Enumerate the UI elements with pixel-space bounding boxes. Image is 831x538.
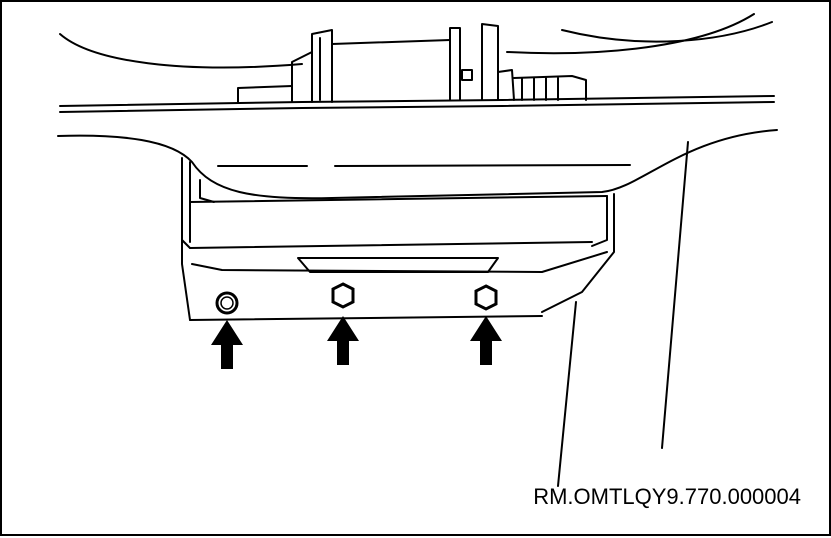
panel-step-left	[199, 179, 215, 203]
console-pillar-mid	[449, 27, 461, 101]
panel-bottom-edge	[189, 315, 543, 321]
fastener-hex-right	[474, 284, 498, 311]
console-block-right	[497, 69, 515, 101]
lid-outline	[57, 129, 778, 200]
fastener-hex-center	[331, 282, 355, 309]
dashboard-lower-edge-top	[59, 95, 775, 107]
console-base-left	[237, 85, 293, 103]
panel-bracket-left	[181, 239, 191, 249]
trim-line-mid	[557, 301, 577, 487]
fastener-round	[215, 291, 239, 315]
panel-inner-ledge	[189, 241, 593, 249]
arrow-fastener-2	[327, 316, 359, 365]
dashboard-top-curve-left	[59, 33, 303, 69]
panel-right-outer	[541, 193, 615, 313]
console-block-left	[291, 51, 313, 103]
dashboard-top-curve-right	[506, 13, 755, 55]
arrow-fastener-3	[470, 316, 502, 365]
panel-left-edge	[181, 157, 191, 321]
lid-line-right	[334, 164, 631, 167]
handle-recess	[297, 257, 499, 273]
console-tab	[461, 69, 473, 81]
dashboard-top-curve-right-inner	[561, 21, 773, 43]
fastener-round-inner	[220, 296, 234, 310]
dashboard-lower-edge-bottom	[59, 101, 775, 113]
console-pillar-left	[311, 29, 333, 103]
trim-line-right	[661, 141, 689, 449]
panel-face-upper	[191, 251, 608, 273]
arrow-fastener-1	[211, 320, 243, 369]
console-base-right	[513, 75, 587, 101]
figure-reference-code: RM.OMTLQY9.770.000004	[533, 484, 801, 509]
console-pillar-right	[481, 23, 499, 101]
console-ribs	[521, 77, 559, 101]
console-bar	[331, 39, 451, 45]
panel-inner-right-drop	[591, 195, 608, 247]
panel-inner-top	[189, 195, 608, 203]
